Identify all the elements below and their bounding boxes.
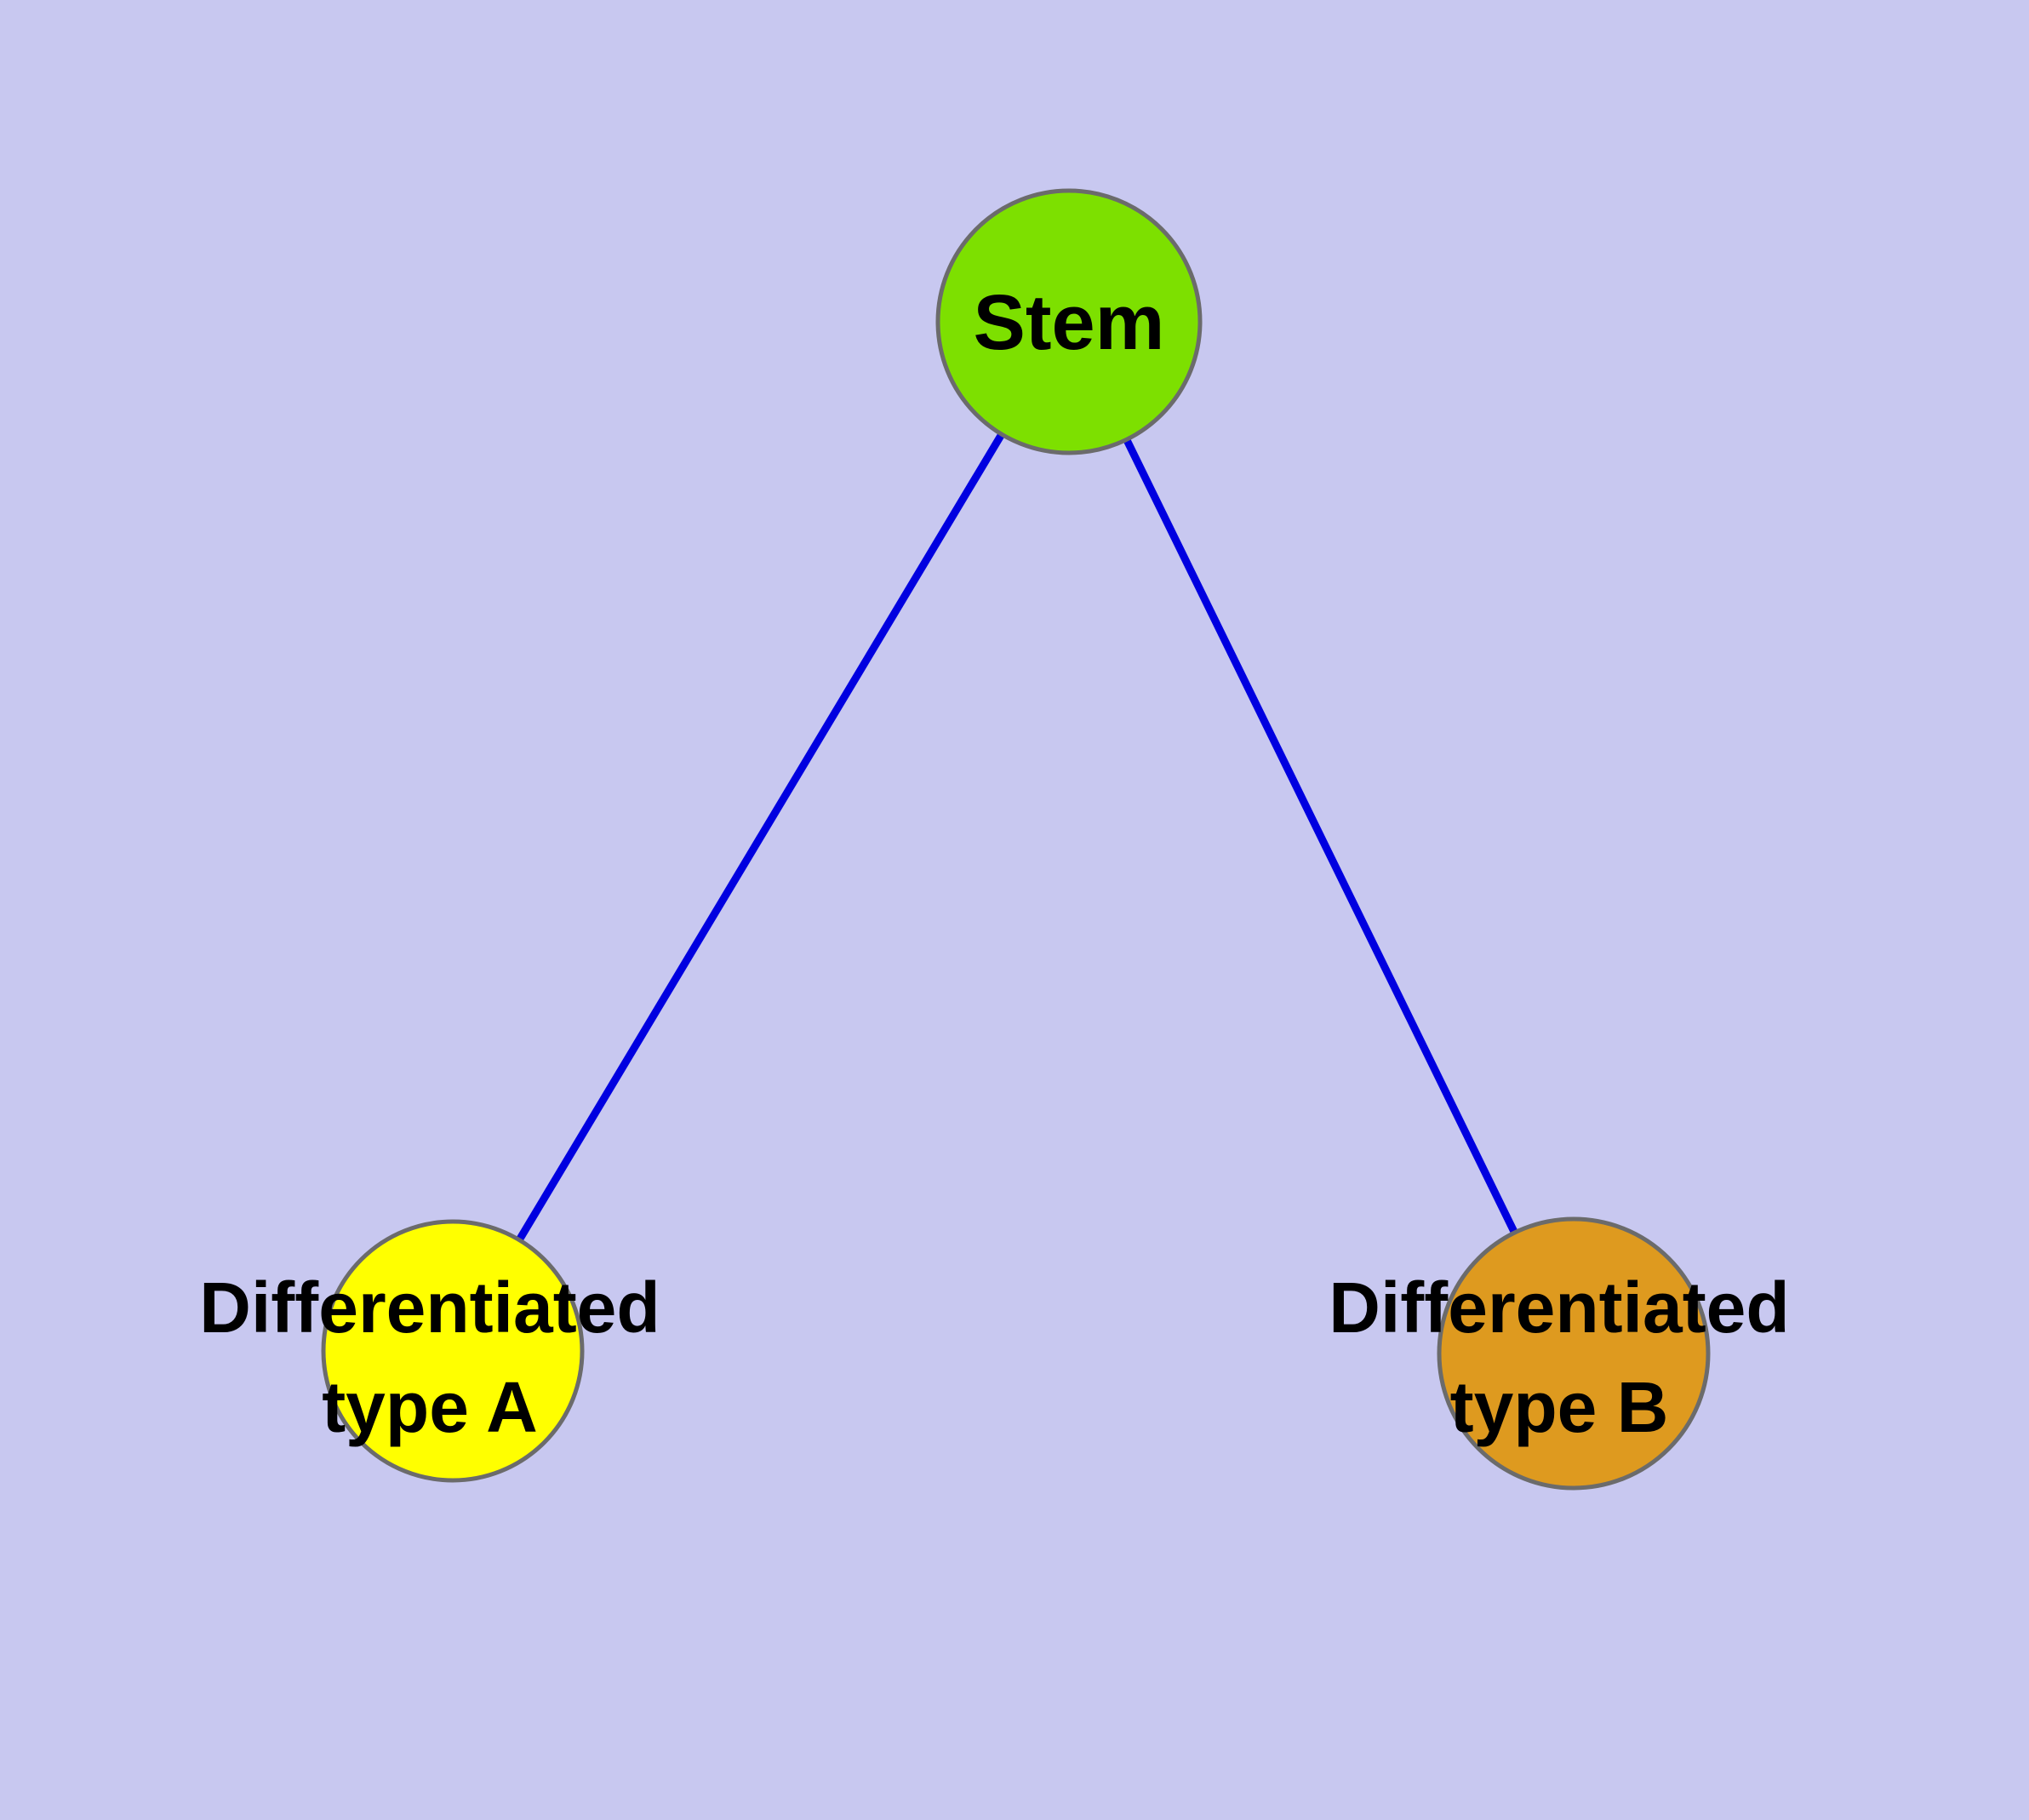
node-stem: Stem [935,188,1203,455]
node-differentiated-type-a: Differentiated type A [199,1219,660,1483]
node-type-a-label-line1: Differentiated [199,1268,660,1348]
edge-stem-to-type-a [449,319,1072,1354]
node-type-a-circle [321,1219,585,1483]
node-stem-circle [935,188,1203,455]
edge-stem-to-type-b [1065,320,1578,1355]
node-type-b-label-line2: type B [1450,1367,1669,1447]
node-type-b-circle [1437,1216,1711,1491]
node-stem-label: Stem [974,279,1165,366]
node-differentiated-type-b: Differentiated type B [1329,1216,1790,1491]
node-type-a-label-line2: type A [322,1367,538,1447]
node-type-b-label-line1: Differentiated [1329,1268,1789,1348]
